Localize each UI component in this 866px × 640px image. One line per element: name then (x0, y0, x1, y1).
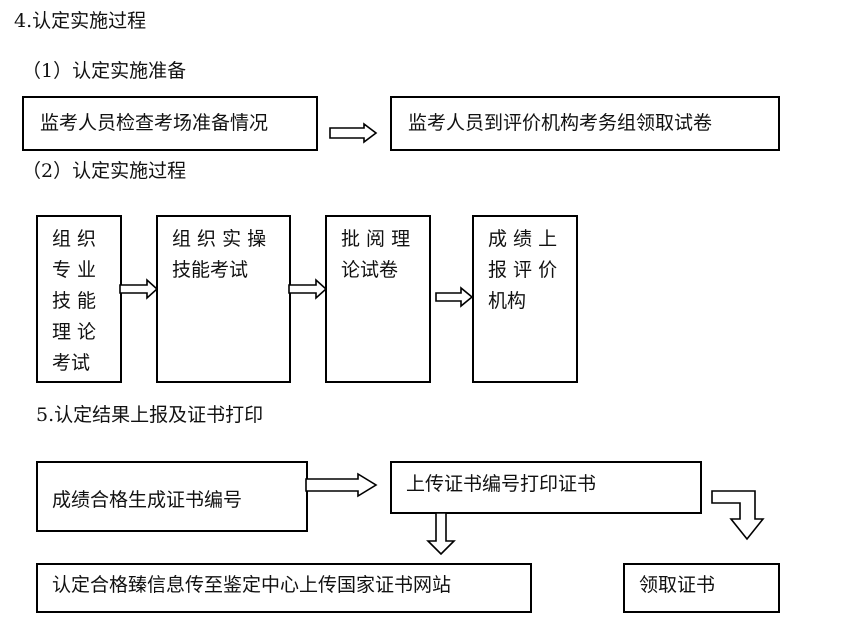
bent-arrow-down-icon (711, 490, 765, 541)
step-label: 成 绩 上 报 评 价 机构 (488, 228, 558, 312)
step-label: 成绩合格生成证书编号 (52, 489, 243, 511)
step-label: 认定合格臻信息传至鉴定中心上传国家证书网站 (52, 574, 452, 596)
step-label: 批 阅 理 论试卷 (341, 228, 411, 281)
step-label: 监考人员检查考场准备情况 (40, 112, 269, 134)
arrow-right-icon (288, 278, 328, 300)
step-label: 上传证书编号打印证书 (406, 473, 597, 495)
step-upload-national-site: 认定合格臻信息传至鉴定中心上传国家证书网站 (36, 563, 532, 613)
step-collect-cert: 领取证书 (623, 563, 780, 613)
arrow-right-icon (119, 278, 159, 300)
step-report-scores: 成 绩 上 报 评 价 机构 (472, 215, 578, 383)
step-label: 监考人员到评价机构考务组领取试卷 (408, 112, 713, 134)
step-label: 组 织 专 业 技 能 理 论 考试 (52, 228, 97, 374)
step-grade-papers: 批 阅 理 论试卷 (325, 215, 431, 383)
step-check-venue: 监考人员检查考场准备情况 (22, 96, 318, 151)
section4-title: 4.认定实施过程 (14, 10, 147, 32)
step-practical-exam: 组 织 实 操 技能考试 (156, 215, 291, 383)
section5-title: 5.认定结果上报及证书打印 (36, 404, 264, 426)
arrow-down-icon (426, 512, 456, 556)
step-collect-papers: 监考人员到评价机构考务组领取试卷 (390, 96, 780, 151)
step-print-cert: 上传证书编号打印证书 (390, 461, 702, 514)
step-generate-cert-number: 成绩合格生成证书编号 (36, 461, 308, 532)
step-label: 领取证书 (639, 574, 716, 596)
step-label: 组 织 实 操 技能考试 (172, 228, 267, 281)
arrow-right-icon (435, 286, 474, 308)
arrow-right-icon (305, 472, 378, 498)
sub2-title: （2）认定实施过程 (22, 160, 187, 182)
sub1-title: （1）认定实施准备 (22, 60, 187, 82)
arrow-right-icon (329, 122, 378, 144)
step-theory-exam: 组 织 专 业 技 能 理 论 考试 (36, 215, 122, 383)
